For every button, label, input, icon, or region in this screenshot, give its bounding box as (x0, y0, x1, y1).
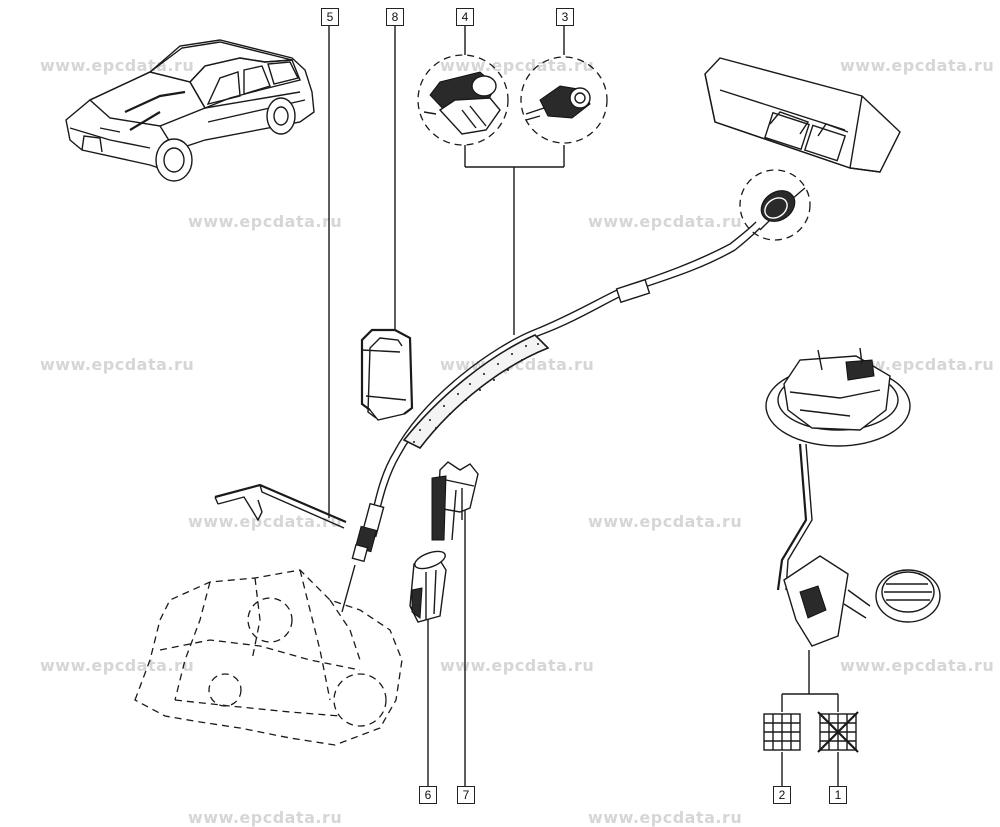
callout-7[interactable]: 7 (457, 786, 475, 804)
part-1-pad (817, 711, 859, 753)
watermark: www.epcdata.ru (440, 656, 595, 675)
part-8-wire-clip (360, 328, 414, 421)
callout-3[interactable]: 3 (556, 8, 574, 26)
watermark: www.epcdata.ru (188, 512, 343, 531)
speedo-cable (351, 169, 811, 563)
watermark: www.epcdata.ru (440, 56, 595, 75)
watermark: www.epcdata.ru (840, 56, 995, 75)
callout-6[interactable]: 6 (419, 786, 437, 804)
part-5-wire-rod (214, 483, 347, 529)
part-3-connector-detail (520, 56, 608, 144)
watermark: www.epcdata.ru (40, 355, 195, 374)
callout-1[interactable]: 1 (829, 786, 847, 804)
part-7-clip (431, 461, 479, 541)
callout-5[interactable]: 5 (321, 8, 339, 26)
watermark: www.epcdata.ru (588, 212, 743, 231)
callout-8[interactable]: 8 (386, 8, 404, 26)
watermark: www.epcdata.ru (840, 656, 995, 675)
watermark: www.epcdata.ru (40, 656, 195, 675)
watermark: www.epcdata.ru (588, 512, 743, 531)
sender-unit (765, 347, 941, 647)
instrument-panel (704, 57, 901, 173)
callout-4[interactable]: 4 (456, 8, 474, 26)
car-illustration (65, 39, 315, 182)
part-2-pad (763, 713, 801, 751)
watermark: www.epcdata.ru (188, 212, 343, 231)
watermark: www.epcdata.ru (40, 56, 195, 75)
gearbox-outline (134, 564, 403, 746)
leader-lines (328, 25, 839, 787)
part-4-connector-detail (417, 54, 509, 146)
part-6-grommet (409, 550, 447, 623)
callout-2[interactable]: 2 (773, 786, 791, 804)
